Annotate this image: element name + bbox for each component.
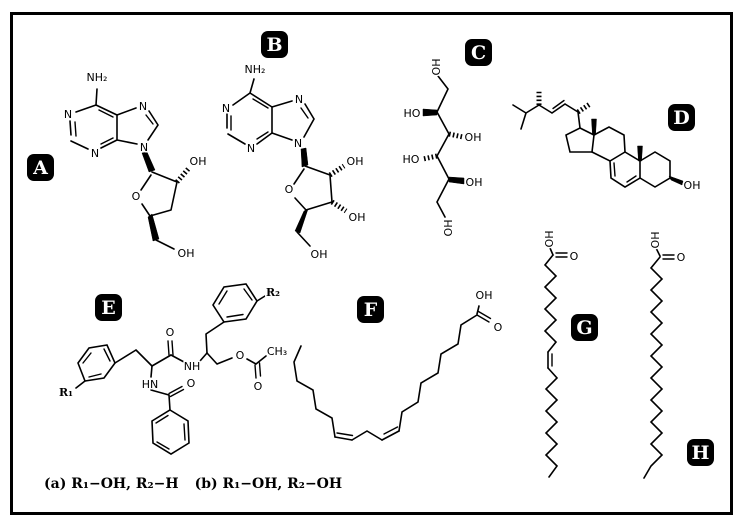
atom-label-r1: R₁ xyxy=(59,386,73,399)
atom-label-nh: NH xyxy=(184,360,201,373)
atom-label-oh: OH xyxy=(442,220,455,237)
panel-label-f: F xyxy=(357,296,384,323)
structure-e: R₁ R₂ O NH HN O O O CH₃ xyxy=(58,283,289,455)
panel-label-b: B xyxy=(261,31,288,58)
atom-label-n: N xyxy=(64,108,72,121)
atom-label-n: N xyxy=(294,137,302,150)
r-group-caption: (a) R₁−OH, R₂−H (b) R₁−OH, R₂−OH xyxy=(44,476,358,492)
atom-label-n: N xyxy=(91,147,99,160)
atom-label-oh: OH xyxy=(347,155,364,168)
panel-label-d: D xyxy=(668,104,695,131)
atom-label-o: O xyxy=(132,190,141,203)
structure-h: OH O xyxy=(643,230,687,479)
caption-variant-a: (a) R₁−OH, R₂−H xyxy=(44,476,179,492)
atom-label-o: O xyxy=(254,380,263,393)
atom-label-oh: OH xyxy=(466,176,483,189)
atom-label-ho: HO xyxy=(403,153,420,166)
structure-d: OH xyxy=(512,91,702,194)
atom-label-n: N xyxy=(222,102,230,115)
panel-label-e: E xyxy=(95,294,122,321)
atom-label-oh: OH xyxy=(430,59,443,76)
atom-label-oh: OH xyxy=(465,131,482,144)
atom-label-nh2: NH₂ xyxy=(87,71,108,84)
atom-label-o: O xyxy=(494,321,503,334)
atom-label-oh: OH xyxy=(190,155,207,168)
atom-label-o: O xyxy=(570,250,579,263)
atom-label-o: O xyxy=(236,349,245,362)
atom-label-oh: OH xyxy=(311,248,328,261)
atom-label-oh: OH xyxy=(649,232,662,249)
panel-label-a: A xyxy=(27,154,54,181)
structure-b: NH₂ N N N N O OH OH OH xyxy=(220,62,367,263)
atom-label-o: O xyxy=(285,183,294,196)
atom-label-o: O xyxy=(677,251,686,264)
caption-variant-b: (b) R₁−OH, R₂−OH xyxy=(194,476,343,492)
atom-label-n: N xyxy=(295,93,303,106)
structure-c: OH HO OH HO OH OH xyxy=(401,57,484,238)
atom-label-hn: HN xyxy=(142,378,159,391)
atom-label-n: N xyxy=(139,100,147,113)
panel-label-g: G xyxy=(571,314,598,341)
atom-label-r2: R₂ xyxy=(266,286,280,299)
panel-label-h: H xyxy=(687,439,714,466)
structure-a: NH₂ N N N N O OH OH xyxy=(62,70,208,262)
atom-label-n: N xyxy=(247,142,255,155)
structure-g: OH O xyxy=(542,229,580,478)
atom-label-ch3: CH₃ xyxy=(267,345,287,358)
atom-label-oh: OH xyxy=(684,179,701,192)
atom-label-ho: HO xyxy=(404,107,421,120)
atom-label-o: O xyxy=(166,326,175,339)
atom-label-o: O xyxy=(187,377,196,390)
atom-label-oh: OH xyxy=(543,231,556,248)
figure-border-frame xyxy=(10,12,733,515)
structure-f: OH O xyxy=(293,288,504,441)
atom-label-oh: OH xyxy=(349,211,366,224)
panel-label-c: C xyxy=(465,39,492,66)
atom-label-nh2: NH₂ xyxy=(245,63,266,76)
atom-label-oh: OH xyxy=(476,289,493,302)
atom-label-oh: OH xyxy=(178,247,195,260)
atom-label-n: N xyxy=(140,141,148,154)
